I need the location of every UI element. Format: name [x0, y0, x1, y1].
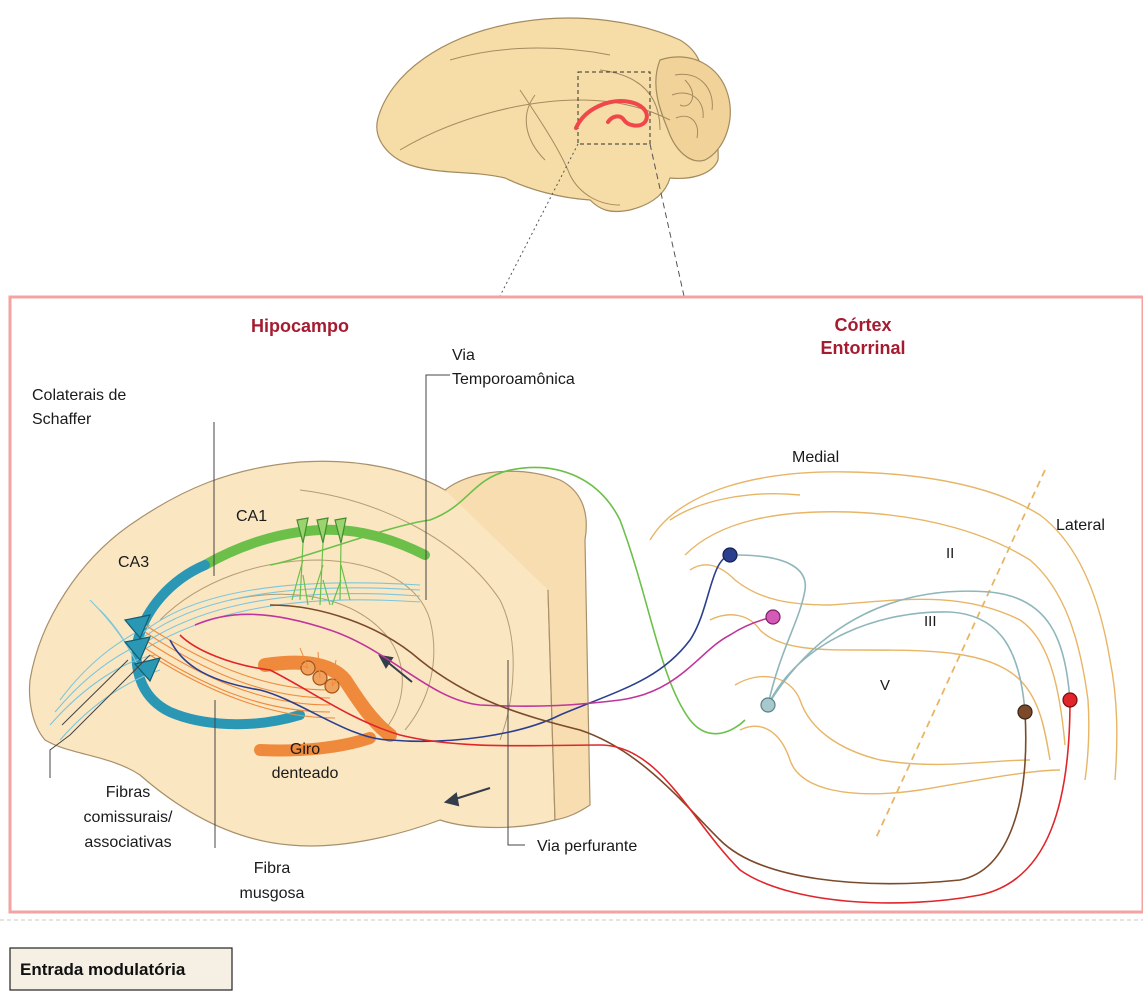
cortex-title-line2: Entorrinal	[820, 338, 905, 358]
commissural-label-line2: comissurais/	[84, 809, 173, 826]
dentate-label-line1: Giro	[290, 741, 320, 758]
entorhinal-cortex	[650, 472, 1117, 794]
layer-iii-label: III	[924, 613, 937, 630]
commissural-label-line1: Fibras	[106, 784, 150, 801]
commissural-label-line3: associativas	[84, 834, 171, 851]
mossy-label-line2: musgosa	[240, 885, 305, 902]
schaffer-label-line1: Colaterais de	[32, 387, 126, 404]
temporoammonic-label-line2: Temporoamônica	[452, 371, 575, 388]
hippocampus-title: Hipocampo	[251, 316, 349, 336]
layer-v-label: V	[880, 677, 890, 694]
schaffer-label-line2: Schaffer	[32, 411, 92, 428]
temporoammonic-label-line1: Via	[452, 347, 475, 364]
cortex-title-line1: Córtex	[834, 315, 891, 335]
medial-label: Medial	[792, 449, 839, 466]
ca3-label: CA3	[118, 554, 149, 571]
layer-ii-label: II	[946, 545, 954, 562]
ca1-label: CA1	[236, 508, 267, 525]
rodent-brain-illustration	[377, 18, 730, 296]
lateral-label: Lateral	[1056, 517, 1105, 534]
modulatory-input-legend: Entrada modulatória	[10, 948, 232, 990]
mossy-label-line1: Fibra	[254, 860, 291, 877]
modulatory-input-label: Entrada modulatória	[20, 960, 186, 979]
perforant-label: Via perfurante	[537, 838, 637, 855]
dentate-label-line2: denteado	[272, 765, 339, 782]
